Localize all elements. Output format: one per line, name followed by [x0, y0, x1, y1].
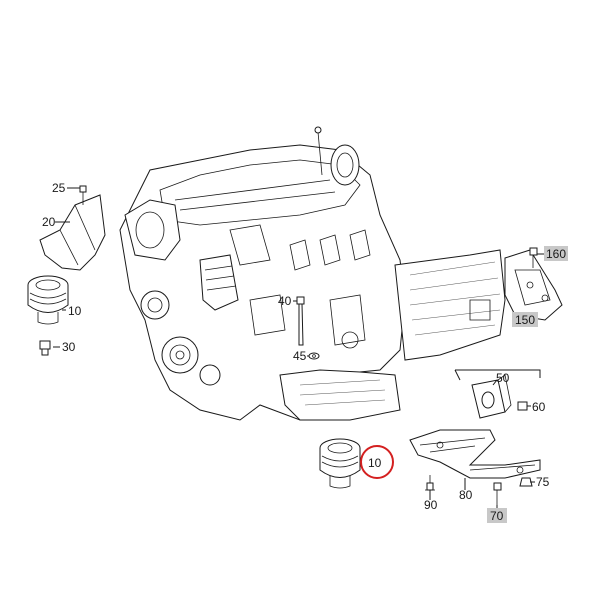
callout-80: 80	[459, 488, 473, 502]
callout-160-box	[544, 246, 568, 261]
callout-labels: 25 20 10 30 40 45 50 60 90 80 75 70 150 …	[42, 181, 568, 523]
nut-75	[519, 477, 533, 487]
bolt-25	[79, 185, 87, 205]
callout-10-left: 10	[68, 304, 82, 318]
transmission-housing	[394, 249, 506, 361]
nut-60	[517, 401, 528, 411]
callout-75: 75	[536, 475, 550, 489]
callout-10-bottom: 10	[368, 456, 382, 470]
highlight-circle	[360, 445, 394, 479]
crossmember-80	[409, 429, 541, 479]
bolt-160	[529, 247, 538, 268]
callout-70-box	[487, 508, 507, 523]
washer-45	[308, 352, 320, 360]
bolt-70	[493, 482, 502, 505]
callout-40: 40	[278, 294, 292, 308]
transmission-mount-50	[471, 374, 512, 419]
callout-60: 60	[532, 400, 546, 414]
callout-70: 70	[490, 509, 504, 523]
engine-mount-bottom	[319, 438, 361, 489]
nut-30	[39, 340, 51, 356]
engine-assembly	[119, 126, 406, 421]
callout-25: 25	[52, 181, 66, 195]
callout-45: 45	[293, 349, 307, 363]
callout-30: 30	[62, 340, 76, 354]
callout-150: 150	[515, 313, 535, 327]
callout-150-box	[512, 312, 538, 327]
callout-160: 160	[546, 247, 566, 261]
callout-90: 90	[424, 498, 438, 512]
bolt-90	[425, 475, 435, 491]
callout-50: 50	[496, 371, 510, 385]
callout-20: 20	[42, 215, 56, 229]
bracket-150	[504, 249, 563, 321]
heat-shield	[39, 194, 106, 271]
engine-mount-left	[27, 275, 69, 325]
